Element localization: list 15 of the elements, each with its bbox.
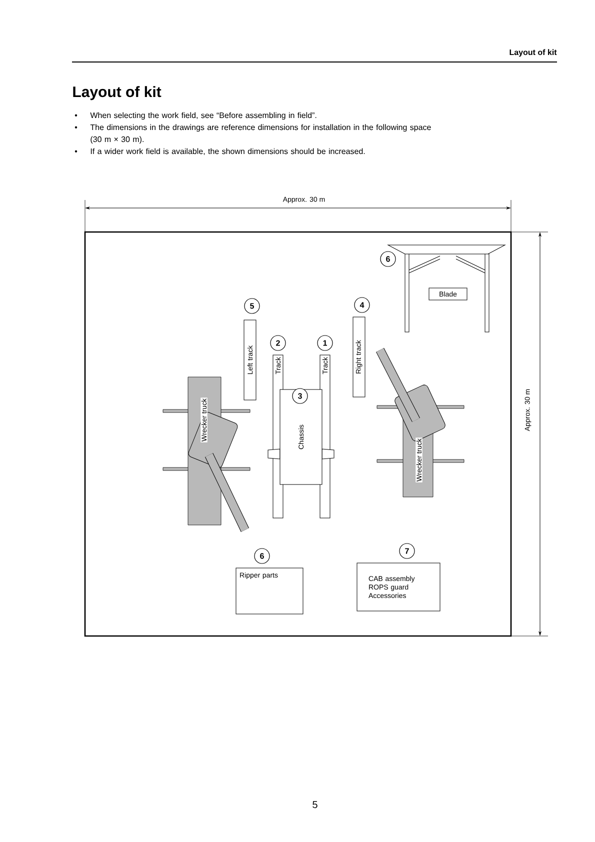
callout-number: 6 (380, 251, 396, 267)
callout-number: 2 (270, 335, 286, 351)
callout-number: 6 (254, 548, 270, 564)
bullet-text: When selecting the work field, see “Before assembling in field”. (90, 112, 316, 120)
bullet-text: The dimensions in the drawings are reference dimensions for installation in the following space (30 m × 30 m). (90, 124, 431, 144)
header-text: Layout of kit (510, 49, 557, 57)
title: Layout of kit (73, 86, 162, 100)
callout-number: 1 (317, 335, 333, 351)
work-field-border (84, 231, 512, 637)
bullet-text: If a wider work field is available, the shown dimensions should be increased. (90, 148, 365, 155)
callout-number: 5 (244, 298, 260, 314)
callout-number: 7 (399, 543, 415, 559)
callout-number: 3 (292, 388, 308, 404)
callout-number: 4 (354, 297, 370, 313)
page-number: 5 (312, 801, 318, 808)
